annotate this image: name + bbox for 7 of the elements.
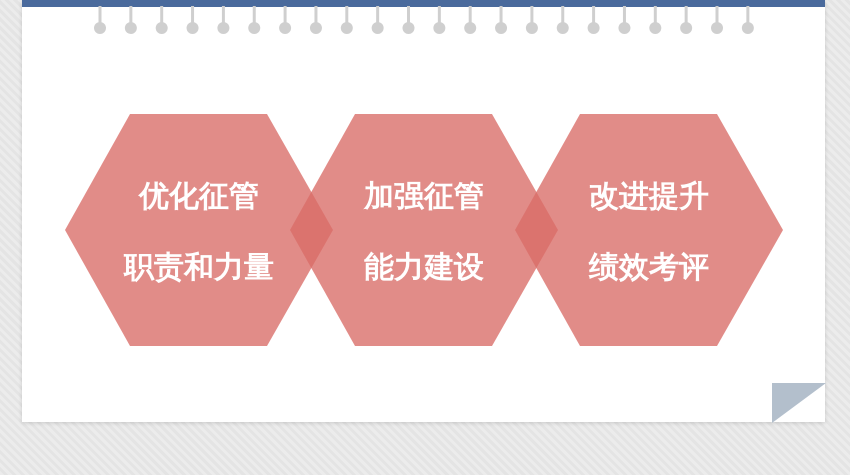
body-text: 职责和力量 bbox=[122, 250, 275, 286]
hexagon-shape bbox=[515, 114, 783, 346]
heading-text: 改进提升 bbox=[588, 179, 710, 215]
body-text: 能力建设 bbox=[363, 250, 485, 286]
heading-text: 优化征管 bbox=[137, 179, 260, 215]
heading-text: 加强征管 bbox=[362, 179, 485, 215]
body-text: 绩效考评 bbox=[588, 250, 710, 286]
